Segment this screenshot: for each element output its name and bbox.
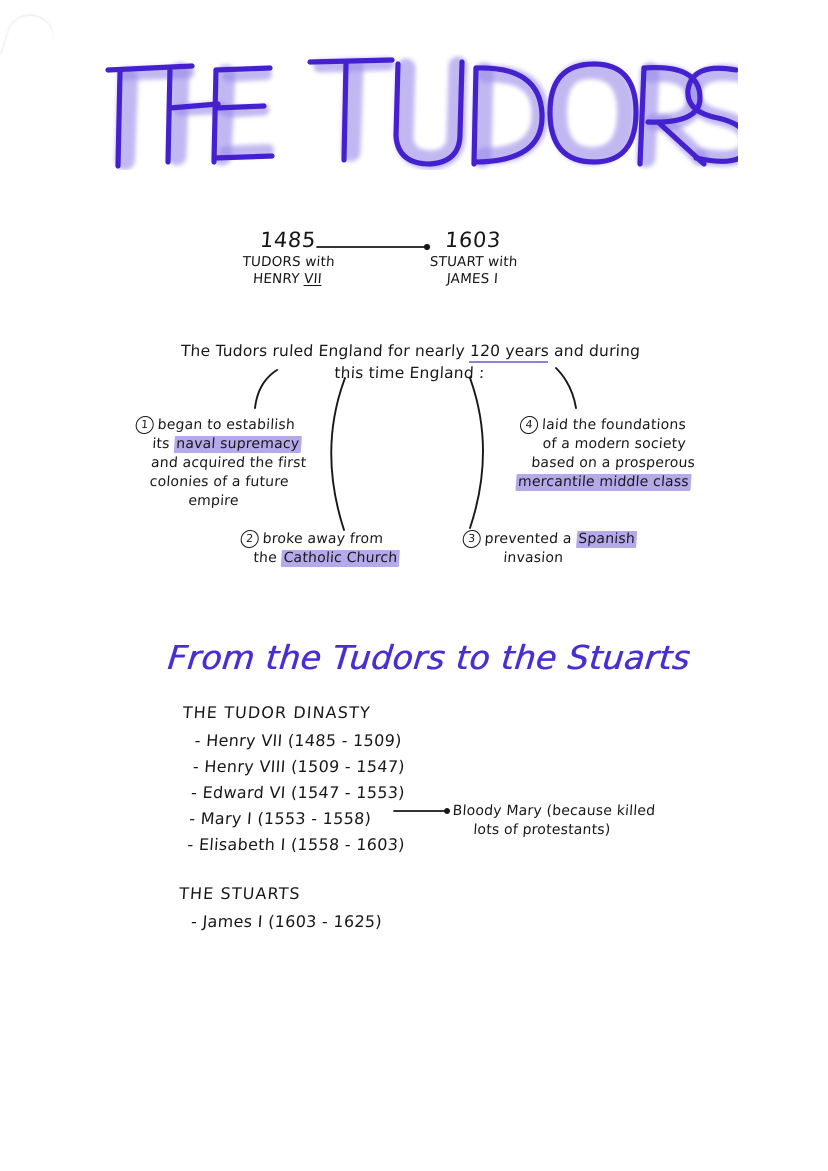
- timeline-start-caption: TUDORS with HENRY VII: [222, 254, 354, 288]
- point-4-number: 4: [519, 416, 539, 434]
- list-item: - James I (1603 - 1625): [190, 912, 383, 931]
- mary-note-line1: Bloody Mary (because killed: [452, 803, 656, 819]
- stuarts-title: THE STUARTS: [178, 884, 302, 903]
- list-item: - Henry VIII (1509 - 1547): [192, 757, 406, 776]
- lead-part1: The Tudors ruled England for nearly: [180, 342, 471, 360]
- point-4-line2: of a modern society: [542, 436, 687, 452]
- timeline: 1485 TUDORS with HENRY VII 1603 STUART w…: [205, 228, 535, 308]
- timeline-end-line2: JAMES I: [446, 271, 499, 287]
- mary-note-arrow-icon: [393, 808, 450, 814]
- tudor-dynasty-list: THE TUDOR DINASTY - Henry VII (1485 - 15…: [173, 703, 474, 858]
- page-title: [88, 52, 738, 182]
- point-3-highlight: Spanish: [575, 531, 638, 548]
- timeline-start-monarch: VII: [303, 271, 323, 287]
- scan-artifact-arc: [0, 7, 61, 69]
- lead-paragraph: The Tudors ruled England for nearly 120 …: [149, 340, 671, 384]
- point-3-line2: invasion: [502, 550, 564, 566]
- timeline-end-line1: STUART with: [429, 254, 519, 270]
- point-2-line1: broke away from: [262, 531, 384, 547]
- lead-part2: and during: [548, 342, 641, 360]
- point-4-line3: based on a prosperous: [530, 455, 696, 471]
- lead-line2: this time England :: [333, 364, 485, 382]
- mary-note: Bloody Mary (because killed lots of prot…: [451, 802, 684, 840]
- list-item: - Edward VI (1547 - 1553): [190, 783, 406, 802]
- point-1-line4: colonies of a future: [149, 474, 290, 490]
- point-2-line2-prefix: the: [252, 550, 283, 566]
- timeline-start: 1485 TUDORS with HENRY VII: [223, 228, 353, 288]
- point-4-highlight: mercantile middle class: [515, 474, 692, 491]
- connector-to-point-3: [469, 377, 484, 529]
- point-1-highlight: naval supremacy: [173, 436, 302, 453]
- timeline-end-year: 1603: [444, 228, 502, 252]
- lead-highlight-120-years: 120 years: [469, 342, 550, 363]
- point-3-number: 3: [462, 530, 482, 548]
- section-heading: From the Tudors to the Stuarts: [165, 638, 693, 677]
- point-1-line3: and acquired the first: [150, 455, 307, 471]
- point-1-line2-prefix: its: [151, 436, 175, 452]
- timeline-end: 1603 STUART with JAMES I: [403, 228, 543, 288]
- timeline-arrow-icon: [316, 243, 431, 251]
- list-item: - Elisabeth I (1558 - 1603): [186, 835, 406, 854]
- point-1-number: 1: [135, 416, 155, 434]
- timeline-start-line1: TUDORS with: [241, 254, 336, 270]
- mary-note-line2: lots of protestants): [472, 822, 612, 838]
- timeline-start-line2-prefix: HENRY: [252, 271, 305, 287]
- title-artwork: [105, 56, 738, 170]
- timeline-end-caption: STUART with JAMES I: [402, 254, 544, 288]
- point-4-line1: laid the foundations: [541, 417, 687, 433]
- point-2-number: 2: [240, 530, 260, 548]
- tudor-dynasty-title: THE TUDOR DINASTY: [182, 703, 372, 722]
- list-item: - Henry VII (1485 - 1509): [194, 731, 403, 750]
- point-1-line1: began to estabilish: [157, 417, 296, 433]
- point-3-line1: prevented a: [484, 531, 577, 547]
- point-1-line5: empire: [187, 493, 240, 509]
- stuarts-list: THE STUARTS - James I (1603 - 1625): [176, 884, 440, 935]
- point-2-highlight: Catholic Church: [280, 550, 400, 567]
